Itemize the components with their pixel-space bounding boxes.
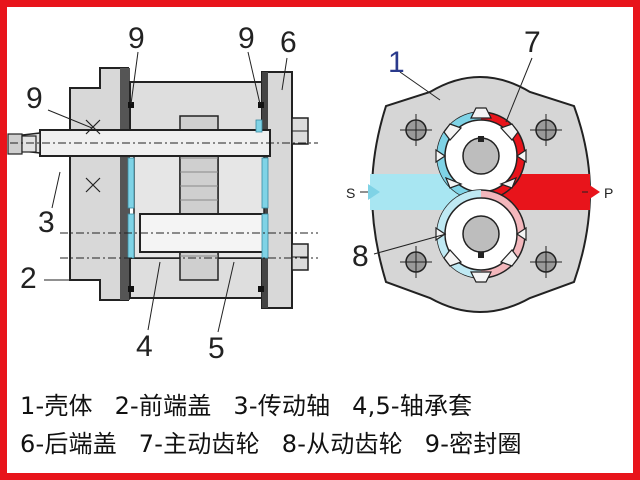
- front-view: 1 7 8 S P: [346, 26, 613, 313]
- legend-item: 4,5-轴承套: [352, 392, 473, 420]
- shaft-nut: [7, 133, 37, 155]
- front-center-lines: [400, 114, 562, 278]
- callout-9-left: 9: [128, 22, 145, 55]
- front-cover-band: [120, 68, 130, 300]
- front-seal-marks: [85, 119, 101, 193]
- legend-item: 3-传动轴: [233, 392, 331, 420]
- legend-line-1: 1-壳体 2-前端盖 3-传动轴 4,5-轴承套: [20, 386, 630, 421]
- callout-1: 1: [388, 46, 405, 79]
- bolt-upper: [291, 117, 309, 145]
- section-view: 9 9 6 9 3 2 4 5: [7, 22, 318, 365]
- legend-item: 7-主动齿轮: [138, 430, 260, 458]
- legend-item: 6-后端盖: [20, 430, 117, 458]
- suction-label: S: [346, 185, 355, 201]
- legend-item: 2-前端盖: [114, 392, 212, 420]
- bolt-lower: [291, 243, 309, 271]
- pressure-arrow: [582, 184, 600, 200]
- suction-arrow: [360, 184, 380, 200]
- seal-rings-9: [128, 102, 264, 292]
- callout-9-right: 9: [238, 22, 255, 55]
- callout-6: 6: [280, 26, 297, 59]
- legend-line-2: 6-后端盖 7-主动齿轮 8-从动齿轮 9-密封圈: [20, 424, 630, 459]
- legend-item: 8-从动齿轮: [281, 430, 403, 458]
- pressure-label: P: [604, 185, 613, 201]
- callout-9-front: 9: [26, 82, 43, 115]
- center-lines: [10, 142, 318, 259]
- drive-gear-7: [435, 107, 527, 201]
- callout-2: 2: [20, 262, 37, 295]
- callout-4: 4: [136, 330, 153, 363]
- leader-lines-left: [44, 51, 288, 333]
- callout-5: 5: [208, 332, 225, 365]
- leader-lines-right: [373, 57, 533, 255]
- driven-gear-8: [435, 189, 527, 283]
- legend-item: 1-壳体: [20, 392, 93, 420]
- callout-8: 8: [352, 240, 369, 273]
- legend-item: 9-密封圈: [424, 430, 522, 458]
- callout-3: 3: [38, 206, 55, 239]
- callout-7: 7: [524, 26, 541, 59]
- front-cover: [69, 67, 129, 301]
